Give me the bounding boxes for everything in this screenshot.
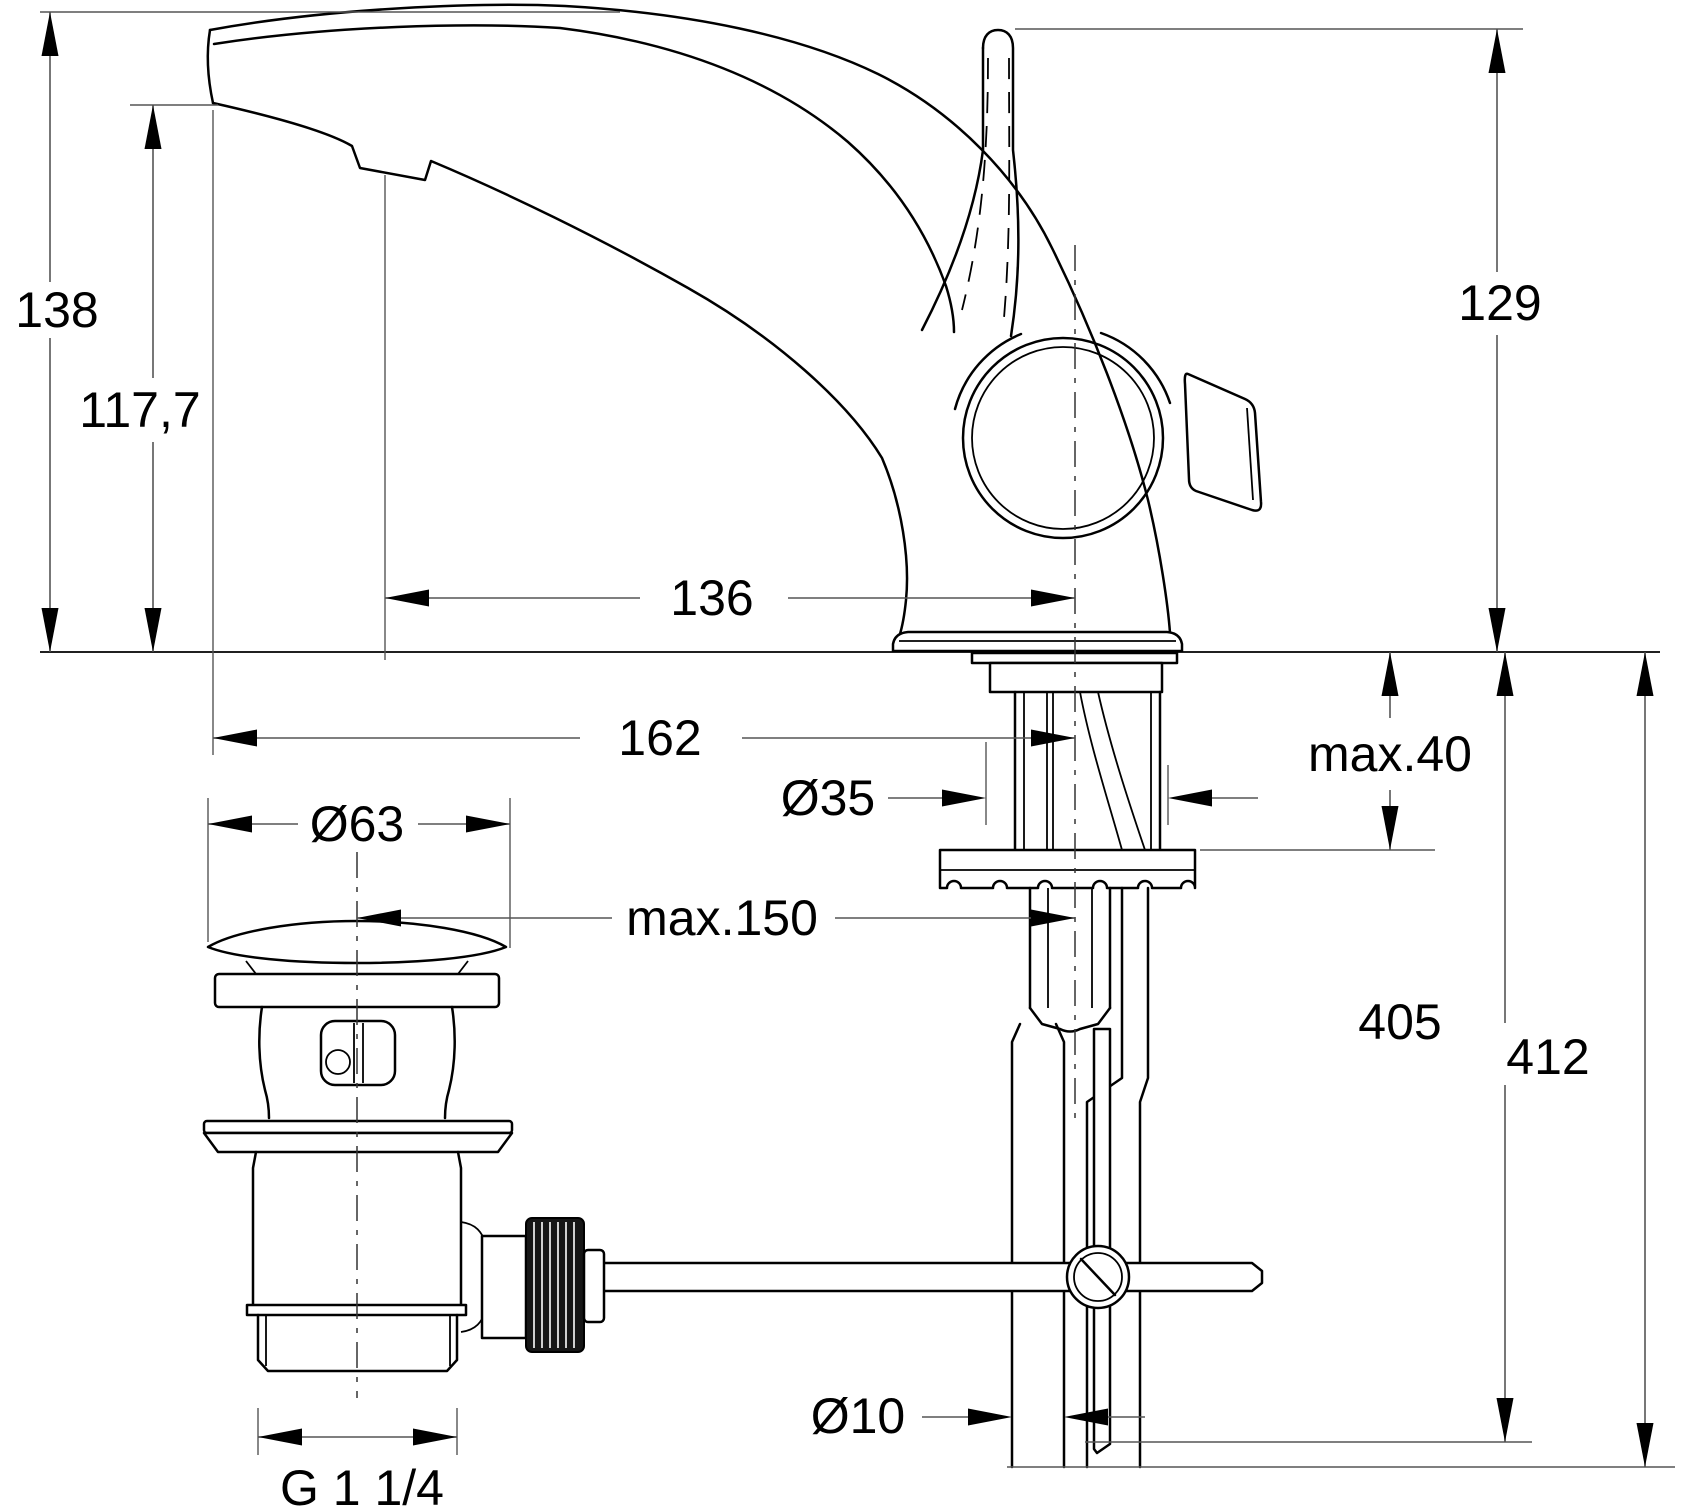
dimension-shank-diameter: Ø35 xyxy=(781,742,1258,826)
waste-lower-right xyxy=(456,1150,463,1307)
dim-label-412: 412 xyxy=(1506,1029,1589,1085)
coupler-cap xyxy=(582,1248,606,1324)
spout-top-edge xyxy=(208,3,1172,635)
dimension-spout-height: 138 xyxy=(15,11,620,652)
dimension-outlet-reach: 136 xyxy=(384,175,1075,660)
rod-coupler xyxy=(460,1217,606,1353)
plug-cap xyxy=(206,919,508,965)
medallion-inner xyxy=(971,346,1155,530)
side-tab xyxy=(1183,372,1263,512)
waste-thread-tail xyxy=(256,1313,459,1373)
dim-label-129: 129 xyxy=(1458,275,1541,331)
screw-coupling xyxy=(1065,1244,1131,1310)
dimension-overall-below: 412 xyxy=(1007,652,1675,1468)
dimension-handle-height: 129 xyxy=(1015,28,1542,652)
plug-neck-left xyxy=(245,960,257,975)
dim-label-o10: Ø10 xyxy=(811,1388,906,1444)
drain-assembly xyxy=(202,919,606,1373)
faucet-body xyxy=(206,3,1263,653)
waste-flange-plate xyxy=(202,1119,514,1135)
below-deck-assembly xyxy=(598,651,1264,1469)
dim-label-405: 405 xyxy=(1358,994,1441,1050)
medallion-arc-left xyxy=(953,332,1023,411)
dimension-tip-reach: 162 xyxy=(212,110,1075,766)
spacer-washer xyxy=(988,661,1164,694)
waste-lower-left xyxy=(251,1150,258,1307)
dim-label-117-7: 117,7 xyxy=(79,382,200,438)
shank-tube xyxy=(1013,690,1162,852)
dimension-outlet-height: 117,7 xyxy=(79,104,218,652)
handle-hidden-edge-2 xyxy=(1003,57,1011,319)
waste-body-left xyxy=(258,1005,271,1120)
waste-flange-skirt xyxy=(202,1131,514,1154)
fixing-stud xyxy=(1028,886,1112,1033)
hose-curve-2 xyxy=(1097,691,1146,851)
waste-body-right xyxy=(443,1005,456,1120)
supply-pipe xyxy=(1010,1022,1066,1469)
side-tab-seam xyxy=(1246,407,1254,501)
dim-label-162: 162 xyxy=(618,710,701,766)
dimension-deck-thickness: max.40 xyxy=(1200,652,1472,851)
handle-lever-edge xyxy=(920,46,985,332)
dim-label-136: 136 xyxy=(670,570,753,626)
actuator-rod xyxy=(598,1261,1264,1293)
dimension-plug-diameter: Ø63 xyxy=(207,796,511,948)
spout-tip xyxy=(206,28,215,105)
dim-label-o35: Ø35 xyxy=(781,770,876,826)
medallion-arc-right xyxy=(1099,331,1172,405)
dimension-drain-offset: max.150 xyxy=(357,890,1075,946)
screw-slot xyxy=(1079,1257,1117,1297)
dim-label-max40: max.40 xyxy=(1308,726,1472,782)
hose-curve-1 xyxy=(1079,691,1123,851)
label-mask xyxy=(1477,1023,1621,1085)
mounting-flange xyxy=(938,848,1197,890)
medallion-outer xyxy=(961,336,1165,540)
dim-label-o63: Ø63 xyxy=(310,796,405,852)
waste-window xyxy=(319,1019,397,1087)
dim-label-138: 138 xyxy=(15,282,98,338)
dim-label-g114: G 1 1/4 xyxy=(280,1460,444,1510)
spout-crease-line xyxy=(212,24,956,334)
handle-hidden-edge xyxy=(961,57,989,311)
spout-underside xyxy=(211,101,909,642)
plug-neck-right xyxy=(457,960,469,975)
handle-lever xyxy=(981,28,1020,338)
dimension-rod-diameter: Ø10 xyxy=(811,1388,1145,1444)
dimension-waste-thread: G 1 1/4 xyxy=(257,1408,458,1510)
pop-up-rod xyxy=(1092,1027,1112,1455)
dim-label-max150: max.150 xyxy=(626,890,818,946)
